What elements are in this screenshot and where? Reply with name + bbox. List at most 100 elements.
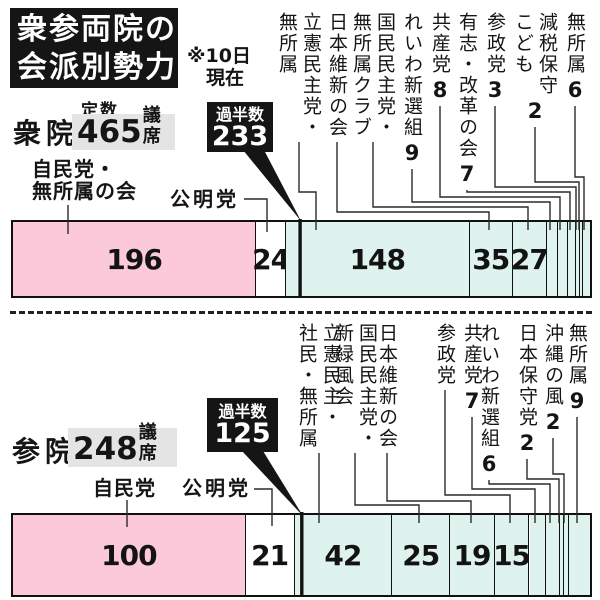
- segment-seat-count: 21: [251, 538, 289, 572]
- party-label-line: 公明党: [170, 187, 239, 211]
- capacity-box-shugiin: 465 議席: [72, 105, 175, 150]
- bar-segment: 24: [252, 222, 290, 296]
- bar-segment: 196: [13, 222, 257, 296]
- bar-segment: 148: [286, 222, 470, 296]
- party-label-column: 社民・無所属: [296, 323, 318, 449]
- party-label-columns: 国民民主党・無所属クラブ: [350, 12, 396, 138]
- party-label-column: れいわ新選組: [401, 12, 423, 138]
- party-seat-number: 8: [432, 78, 448, 102]
- bar-segment: [567, 222, 577, 296]
- segment-seat-count: 25: [402, 538, 440, 572]
- party-label: 共産党 7: [461, 323, 483, 413]
- capacity-value: 465: [77, 114, 142, 150]
- leader-line: [488, 480, 551, 523]
- date-note: ※10日 現在: [187, 45, 251, 89]
- bar-segment: 42: [294, 515, 393, 595]
- party-label-column: 無所属: [564, 12, 586, 75]
- bar-segment: [582, 222, 590, 296]
- leader-line: [386, 453, 472, 523]
- party-seat-number: 7: [464, 389, 480, 413]
- bar-segment: [576, 222, 581, 296]
- bar-segment: [580, 222, 583, 296]
- party-label-line: 無所属の会: [32, 179, 137, 203]
- party-label: 立憲民主党・無所属: [276, 12, 322, 138]
- segment-seat-count: 148: [349, 242, 406, 276]
- party-label-columns: 参政党: [484, 12, 506, 75]
- segment-seat-count: 24: [252, 242, 290, 276]
- capacity-unit: 議席: [138, 422, 157, 464]
- party-label-line: 自民党・: [32, 157, 116, 181]
- leader-line: [526, 459, 560, 523]
- party-label-columns: 立憲民主・社民・無所属: [296, 323, 342, 449]
- party-seat-number: 2: [545, 410, 561, 434]
- party-label-line: 公明党: [182, 476, 251, 500]
- majority-pointer: [242, 451, 303, 516]
- bar-segment: [546, 222, 558, 296]
- segment-seat-count: 27: [510, 242, 549, 276]
- party-label: 公明党: [182, 477, 251, 499]
- leader-line: [439, 106, 561, 230]
- party-seat-number: 7: [459, 162, 475, 186]
- party-label: 日本維新の会: [376, 323, 398, 449]
- leader-line: [471, 417, 536, 523]
- leader-line: [494, 106, 577, 230]
- party-label-column: 減税保守: [536, 12, 558, 96]
- date-note-line2: 現在: [206, 67, 245, 89]
- section-divider: [10, 311, 592, 314]
- party-label-column: 日本維新の会: [376, 323, 398, 449]
- party-label: 公明党: [170, 188, 239, 210]
- leader-line: [244, 198, 268, 232]
- bar-segment: 21: [245, 515, 295, 595]
- bar-segment: 19: [450, 515, 495, 595]
- leader-line: [466, 190, 571, 230]
- bar-segment: 35: [469, 222, 513, 296]
- party-label-line: 自民党: [93, 476, 156, 500]
- party-label: 有志・改革の会 7: [456, 12, 478, 186]
- party-label-columns: 立憲民主党・無所属: [276, 12, 322, 138]
- party-label-column: 国民民主党・: [356, 323, 378, 449]
- party-label-column: 参政党: [434, 323, 456, 386]
- party-label-columns: 無所属: [566, 323, 588, 386]
- title-line2: 会派別勢力: [17, 50, 177, 85]
- bar-segment: [569, 515, 590, 595]
- title-line1: 衆参両院の: [17, 12, 177, 47]
- leader-line: [372, 142, 529, 230]
- majority-pointer: [243, 150, 301, 221]
- majority-value: 233: [211, 121, 269, 152]
- party-label: 参政党: [434, 323, 456, 386]
- bar-segment: 100: [13, 515, 246, 595]
- party-label-column: 有志・改革の会: [456, 12, 478, 159]
- leader-line: [552, 438, 565, 523]
- party-seat-number: 2: [519, 431, 535, 455]
- leader-line: [298, 142, 317, 230]
- leader-line: [444, 390, 511, 523]
- party-label-columns: 参政党: [434, 323, 456, 386]
- party-label-columns: 日本保守党: [516, 323, 538, 428]
- bar-segment: 15: [493, 515, 531, 595]
- party-label: 日本維新の会: [326, 12, 348, 138]
- segment-seat-count: 196: [106, 242, 162, 276]
- party-label-column: 共産党: [461, 323, 483, 386]
- party-label-column: れいわ新選組: [478, 323, 500, 449]
- party-label-column: こども: [512, 12, 534, 75]
- party-label-column: 新緑風会: [332, 323, 354, 407]
- leader-line: [534, 127, 580, 230]
- party-label-column: 立憲民主党・: [300, 12, 322, 138]
- party-seat-number: 6: [567, 78, 583, 102]
- party-label-columns: れいわ新選組: [401, 12, 423, 138]
- date-note-line1: ※10日: [187, 45, 251, 67]
- bar-segment: [529, 515, 546, 595]
- party-label-columns: 有志・改革の会: [456, 12, 478, 159]
- bar-segment: [545, 515, 560, 595]
- party-label-column: 国民民主党・: [374, 12, 396, 138]
- leader-line: [411, 169, 551, 230]
- party-label-column: 共産党: [429, 12, 451, 75]
- party-label-columns: 無所属: [564, 12, 586, 75]
